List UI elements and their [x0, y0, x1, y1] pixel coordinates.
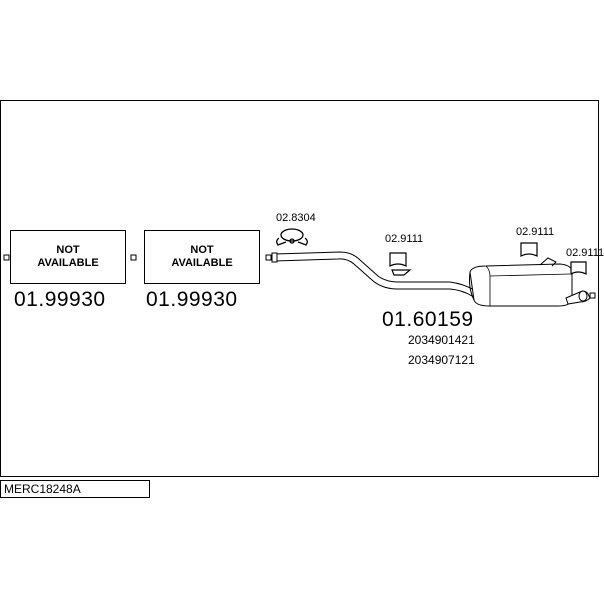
clamp-part-number: 02.8304: [276, 212, 316, 224]
hanger-icon-2: [520, 242, 538, 257]
clamp-icon: [276, 228, 308, 246]
not-available-line2: AVAILABLE: [171, 257, 233, 269]
connector-mark-1: [130, 254, 137, 261]
oe-number-1: 2034901421: [408, 333, 475, 347]
hanger-1-part-number: 02.9111: [385, 233, 424, 245]
part-number-2: 01.99930: [146, 288, 238, 311]
not-available-line2: AVAILABLE: [37, 257, 99, 269]
rear-silencer: [469, 257, 591, 307]
connector-mark-2: [265, 254, 272, 261]
not-available-line1: NOT: [190, 244, 214, 256]
diagram-frame: [0, 100, 599, 477]
not-available-box-1: NOT AVAILABLE: [10, 230, 126, 284]
not-available-line1: NOT: [56, 244, 80, 256]
reference-code: MERC18248A: [0, 480, 150, 498]
part-number-1: 01.99930: [14, 288, 106, 311]
hanger-icon-3: [570, 261, 587, 276]
hanger-icon-1: [389, 252, 412, 276]
not-available-box-2: NOT AVAILABLE: [144, 230, 260, 284]
connector-mark-right: [589, 292, 596, 299]
oe-number-2: 2034907121: [408, 353, 475, 367]
middle-pipe: [271, 251, 482, 301]
hanger-3-part-number: 02.9111: [566, 247, 604, 259]
hanger-2-part-number: 02.9111: [516, 226, 555, 238]
connector-mark-left: [3, 254, 10, 261]
silencer-part-number: 01.60159: [382, 308, 474, 331]
